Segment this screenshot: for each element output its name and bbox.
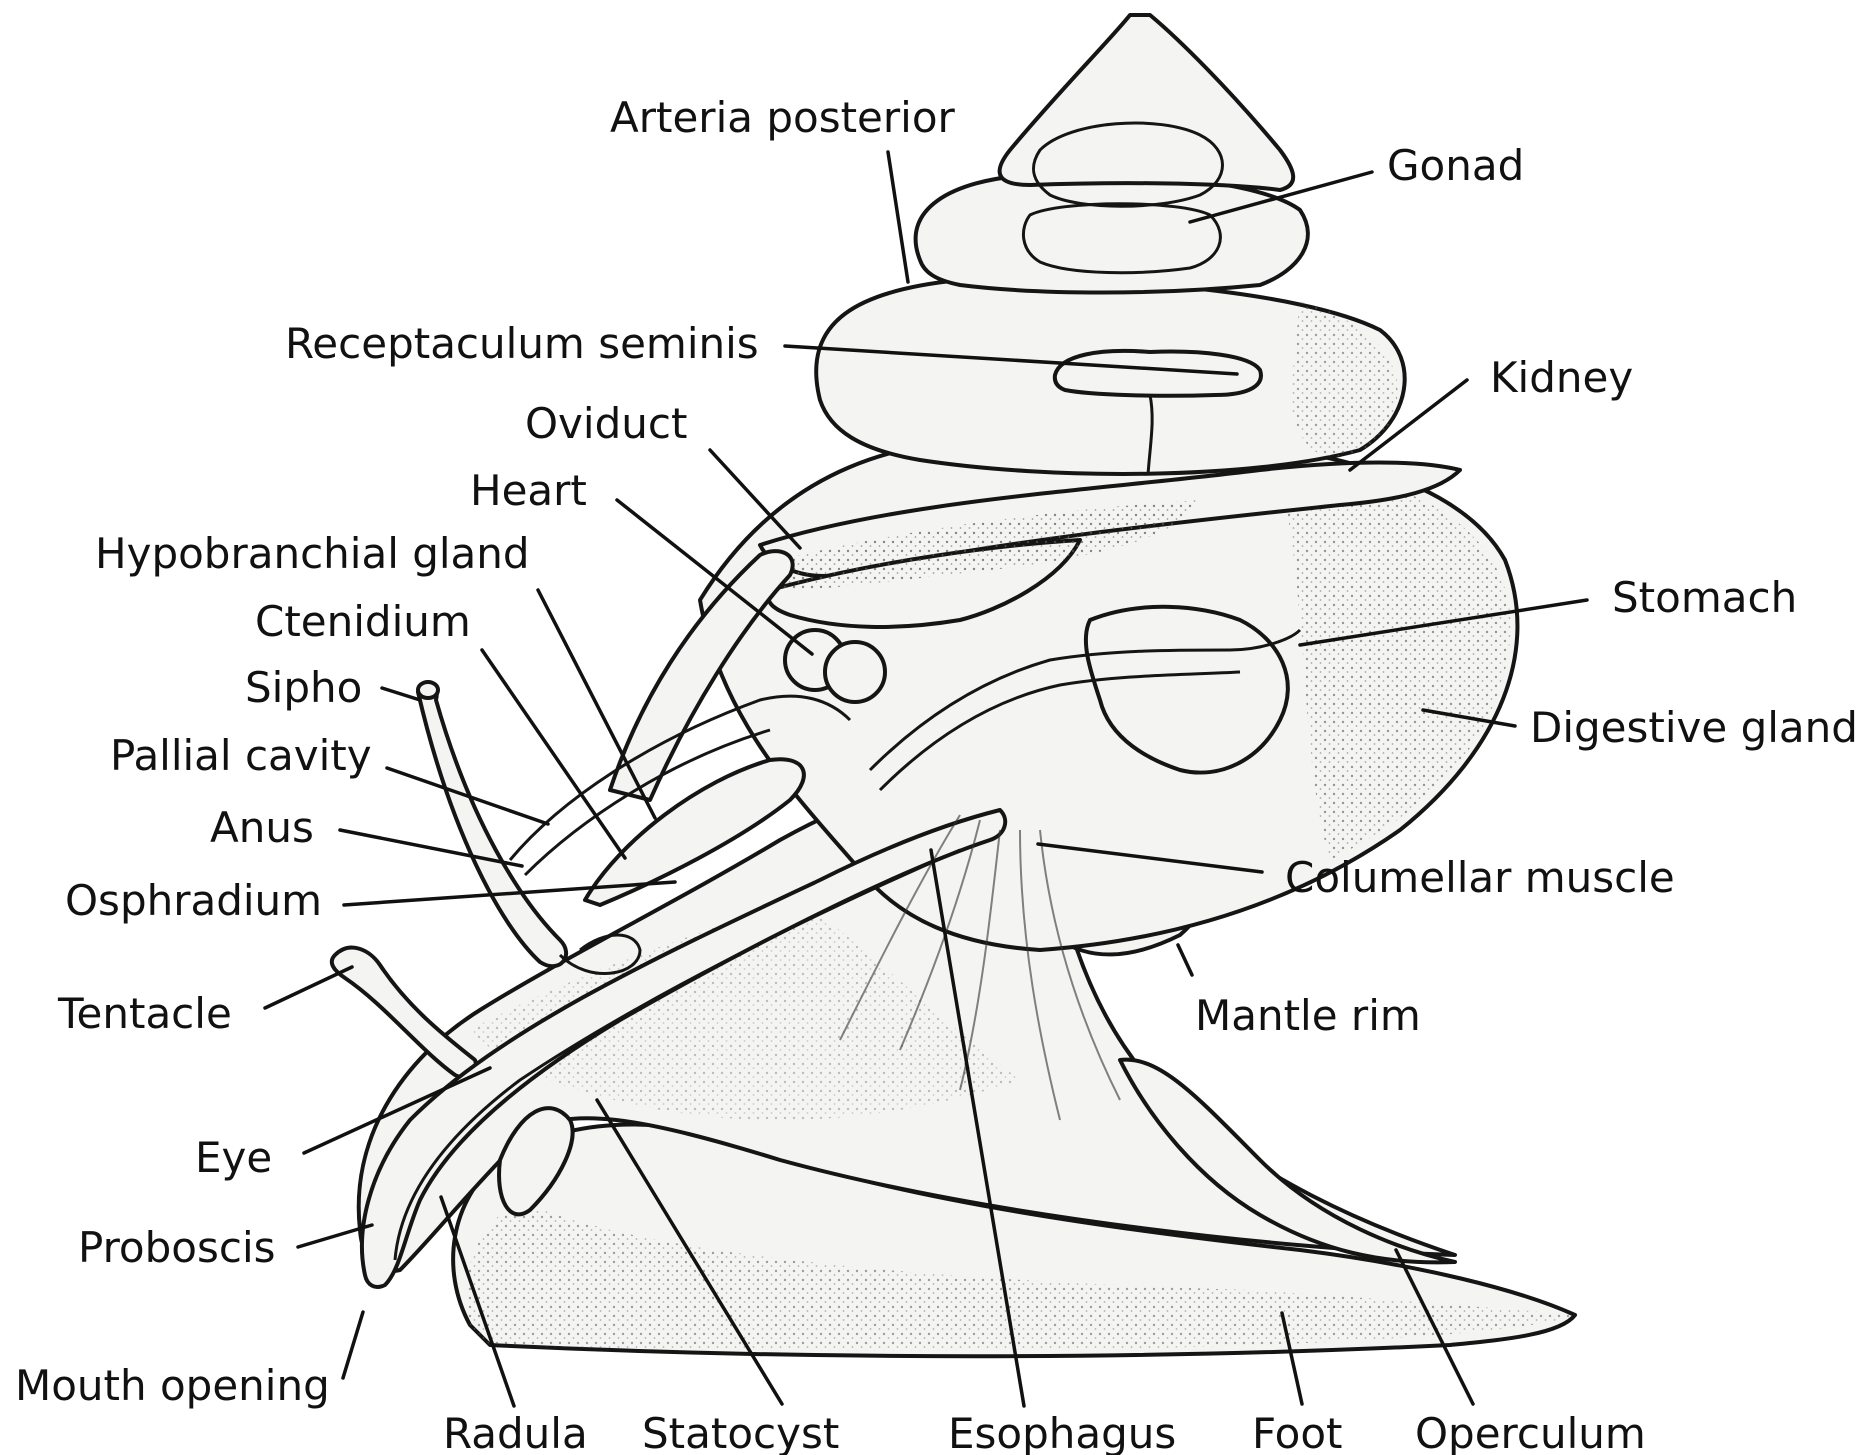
label-eye: Eye xyxy=(195,1133,272,1182)
label-stomach: Stomach xyxy=(1612,573,1797,622)
label-columellar-muscle: Columellar muscle xyxy=(1285,853,1675,902)
label-ctenidium: Ctenidium xyxy=(255,597,471,646)
label-pallial-cavity: Pallial cavity xyxy=(110,731,372,780)
label-radula: Radula xyxy=(443,1409,588,1455)
label-foot: Foot xyxy=(1252,1409,1343,1455)
label-kidney: Kidney xyxy=(1490,353,1633,402)
label-esophagus: Esophagus xyxy=(948,1409,1176,1455)
label-anus: Anus xyxy=(210,803,314,852)
label-hypobranchial-gland: Hypobranchial gland xyxy=(95,529,530,578)
label-receptaculum-seminis: Receptaculum seminis xyxy=(285,319,759,368)
shell-apex xyxy=(1000,15,1294,190)
label-arteria-posterior: Arteria posterior xyxy=(610,93,956,142)
label-osphradium: Osphradium xyxy=(65,876,322,925)
label-statocyst: Statocyst xyxy=(642,1409,839,1455)
label-digestive-gland: Digestive gland xyxy=(1530,703,1858,752)
label-mantle-rim: Mantle rim xyxy=(1195,991,1421,1040)
label-sipho: Sipho xyxy=(245,663,362,712)
snail-illustration xyxy=(332,15,1575,1356)
whorl-2 xyxy=(916,174,1308,293)
label-proboscis: Proboscis xyxy=(78,1223,276,1272)
label-tentacle: Tentacle xyxy=(57,989,232,1038)
label-heart: Heart xyxy=(470,466,587,515)
label-gonad: Gonad xyxy=(1387,141,1524,190)
label-oviduct: Oviduct xyxy=(525,399,687,448)
label-operculum: Operculum xyxy=(1415,1409,1646,1455)
label-mouth-opening: Mouth opening xyxy=(15,1361,330,1410)
